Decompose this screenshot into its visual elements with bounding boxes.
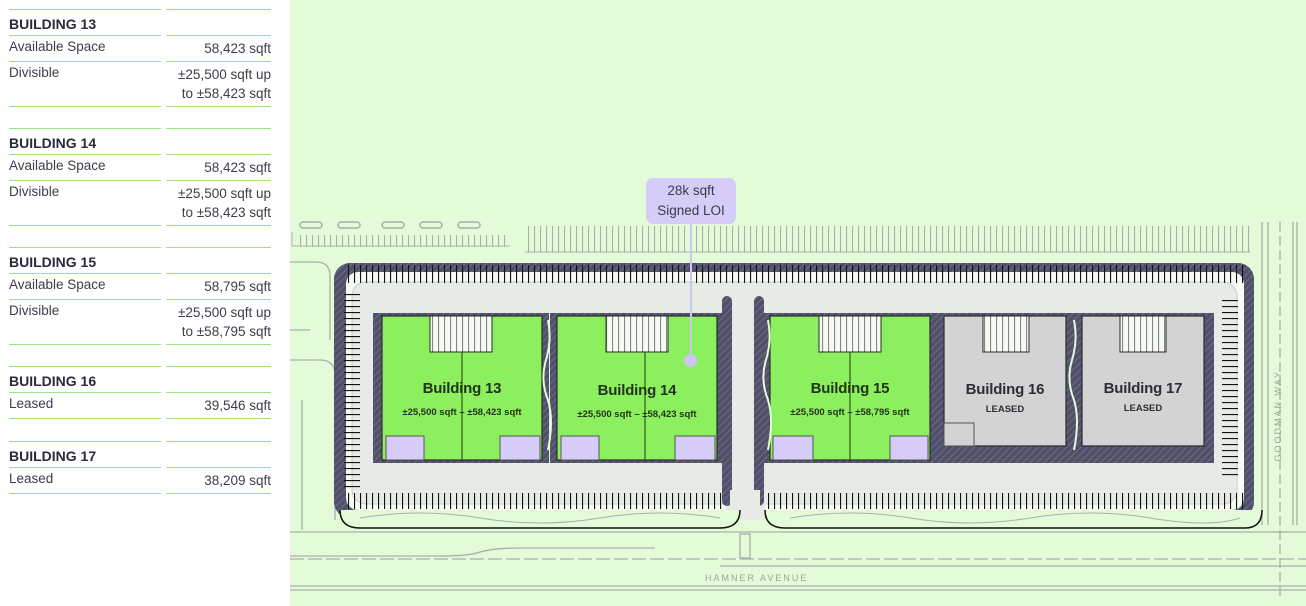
building-16-plot[interactable]: Building 16 LEASED <box>965 381 1045 415</box>
callout-pointer-dot <box>684 354 697 367</box>
row-label: Leased <box>9 393 161 419</box>
row-label: Divisible <box>9 62 161 107</box>
availability-sidebar: BUILDING 13 Available Space 58,423 sqft … <box>0 0 290 606</box>
building-title: BUILDING 13 <box>9 10 161 36</box>
row-label: Available Space <box>9 36 161 62</box>
row-label: Available Space <box>9 274 161 300</box>
building-title: BUILDING 15 <box>9 248 161 274</box>
row-label: Divisible <box>9 181 161 226</box>
row-label: Available Space <box>9 155 161 181</box>
site-plan-drawing <box>290 221 1306 600</box>
loi-callout[interactable]: 28k sqft Signed LOI <box>646 178 736 224</box>
row-value: ±25,500 sqft up to ±58,423 sqft <box>166 181 271 226</box>
building-14-info: BUILDING 14 Available Space 58,423 sqft … <box>9 119 271 226</box>
row-value: ±25,500 sqft up to ±58,795 sqft <box>166 300 271 345</box>
callout-pointer-line <box>690 224 692 358</box>
row-value: 58,423 sqft <box>166 155 271 181</box>
building-13-info: BUILDING 13 Available Space 58,423 sqft … <box>9 0 271 107</box>
building-title: BUILDING 17 <box>9 442 161 468</box>
row-label: Divisible <box>9 300 161 345</box>
building-15-info: BUILDING 15 Available Space 58,795 sqft … <box>9 238 271 345</box>
row-value: 39,546 sqft <box>166 393 271 419</box>
row-value: 58,795 sqft <box>166 274 271 300</box>
row-value: 58,423 sqft <box>166 36 271 62</box>
building-14-plot[interactable]: Building 14 ±25,500 sqft – ±58,423 sqft <box>577 382 697 420</box>
building-15-plot[interactable]: Building 15 ±25,500 sqft – ±58,795 sqft <box>790 380 910 418</box>
row-value: 38,209 sqft <box>166 468 271 494</box>
row-label: Leased <box>9 468 161 494</box>
building-title: BUILDING 16 <box>9 367 161 393</box>
site-plan-map[interactable]: Building 13 ±25,500 sqft – ±58,423 sqft … <box>290 0 1306 606</box>
street-label-hamner: HAMNER AVENUE <box>705 573 809 583</box>
street-label-goodman: GOODMAN WAY <box>1273 370 1283 462</box>
building-16-info: BUILDING 16 Leased 39,546 sqft <box>9 357 271 419</box>
row-value: ±25,500 sqft up to ±58,423 sqft <box>166 62 271 107</box>
building-title: BUILDING 14 <box>9 129 161 155</box>
building-17-plot[interactable]: Building 17 LEASED <box>1103 380 1183 414</box>
building-17-info: BUILDING 17 Leased 38,209 sqft <box>9 432 271 494</box>
building-13-plot[interactable]: Building 13 ±25,500 sqft – ±58,423 sqft <box>402 380 522 418</box>
